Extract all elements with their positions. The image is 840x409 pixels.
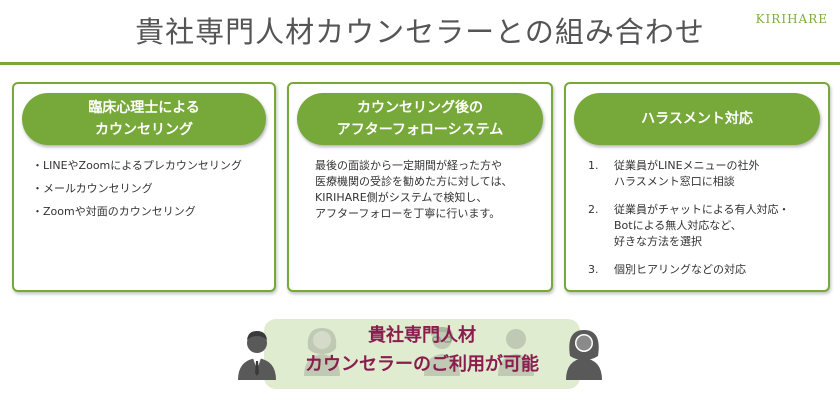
bottom-message: 貴社専門人材 カウンセラーのご利用が可能 bbox=[250, 321, 594, 379]
person-glasses-icon bbox=[424, 327, 460, 376]
card-2-title-line-2: アフターフォローシステム bbox=[336, 122, 504, 138]
item-line: Botによる無人対応など、 bbox=[614, 219, 742, 232]
card-3-body: 1. 従業員がLINEメニューの社外 ハラスメント窓口に相談 2. 従業員がチャ… bbox=[588, 158, 818, 290]
card-2-body: 最後の面談から一定期間が経った方や 医療機関の受診を勧めた方に対しては、 KIR… bbox=[315, 158, 541, 222]
card-1-title-line-2: カウンセリング bbox=[95, 122, 193, 138]
list-item: LINEやZoomによるプレカウンセリング bbox=[32, 154, 264, 177]
item-line: 好きな方法を選択 bbox=[614, 235, 702, 248]
bottom-line-2: カウンセラーのご利用が可能 bbox=[305, 354, 539, 375]
card-2-title-line-1: カウンセリング後の bbox=[357, 100, 483, 116]
list-item: Zoomや対面のカウンセリング bbox=[32, 200, 264, 223]
card-1-bullets: LINEやZoomによるプレカウンセリング メールカウンセリング Zoomや対面… bbox=[32, 154, 264, 223]
list-item: 1. 従業員がLINEメニューの社外 ハラスメント窓口に相談 bbox=[588, 158, 818, 190]
list-item: 2. 従業員がチャットによる有人対応・ Botによる無人対応など、 好きな方法を… bbox=[588, 202, 818, 250]
card-2-line: 医療機関の受診を勧めた方に対しては、 bbox=[315, 175, 513, 188]
card-1-header: 臨床心理士による カウンセリング bbox=[22, 93, 266, 145]
item-line: 個別ヒアリングなどの対応 bbox=[614, 263, 746, 276]
list-item: メールカウンセリング bbox=[32, 177, 264, 200]
person-longhair-icon bbox=[566, 330, 602, 380]
card-1-body: LINEやZoomによるプレカウンセリング メールカウンセリング Zoomや対面… bbox=[32, 154, 264, 223]
card-1-title-line-1: 臨床心理士による bbox=[88, 100, 200, 116]
list-item: 3. 個別ヒアリングなどの対応 bbox=[588, 262, 818, 278]
item-line: 従業員がLINEメニューの社外 bbox=[614, 159, 760, 172]
item-number: 3. bbox=[588, 263, 599, 276]
card-2-header: カウンセリング後の アフターフォローシステム bbox=[297, 93, 543, 145]
item-number: 2. bbox=[588, 203, 599, 216]
card-2-line: アフターフォローを丁寧に行います。 bbox=[315, 207, 501, 220]
card-2-line: 最後の面談から一定期間が経った方や bbox=[315, 159, 502, 172]
card-after-follow: カウンセリング後の アフターフォローシステム 最後の面談から一定期間が経った方や… bbox=[287, 82, 553, 292]
person-female-icon bbox=[304, 328, 340, 376]
card-clinical-psychologist: 臨床心理士による カウンセリング LINEやZoomによるプレカウンセリング メ… bbox=[12, 82, 276, 292]
title-divider bbox=[0, 62, 840, 65]
person-male-icon bbox=[238, 331, 276, 380]
card-2-line: KIRIHARE側がシステムで検知し、 bbox=[315, 191, 488, 204]
card-harassment: ハラスメント対応 1. 従業員がLINEメニューの社外 ハラスメント窓口に相談 … bbox=[564, 82, 830, 292]
page-title: 貴社専門人材カウンセラーとの組み合わせ bbox=[135, 15, 705, 49]
person-male-icon bbox=[498, 329, 534, 376]
bottom-line-1: 貴社専門人材 bbox=[368, 325, 476, 346]
item-number: 1. bbox=[588, 159, 599, 172]
kirihare-logo: KIRIHARE bbox=[755, 12, 828, 26]
card-3-title: ハラスメント対応 bbox=[641, 111, 753, 127]
item-line: ハラスメント窓口に相談 bbox=[614, 175, 735, 188]
card-3-list: 1. 従業員がLINEメニューの社外 ハラスメント窓口に相談 2. 従業員がチャ… bbox=[588, 158, 818, 278]
card-3-header: ハラスメント対応 bbox=[574, 93, 820, 145]
item-line: 従業員がチャットによる有人対応・ bbox=[614, 203, 790, 216]
